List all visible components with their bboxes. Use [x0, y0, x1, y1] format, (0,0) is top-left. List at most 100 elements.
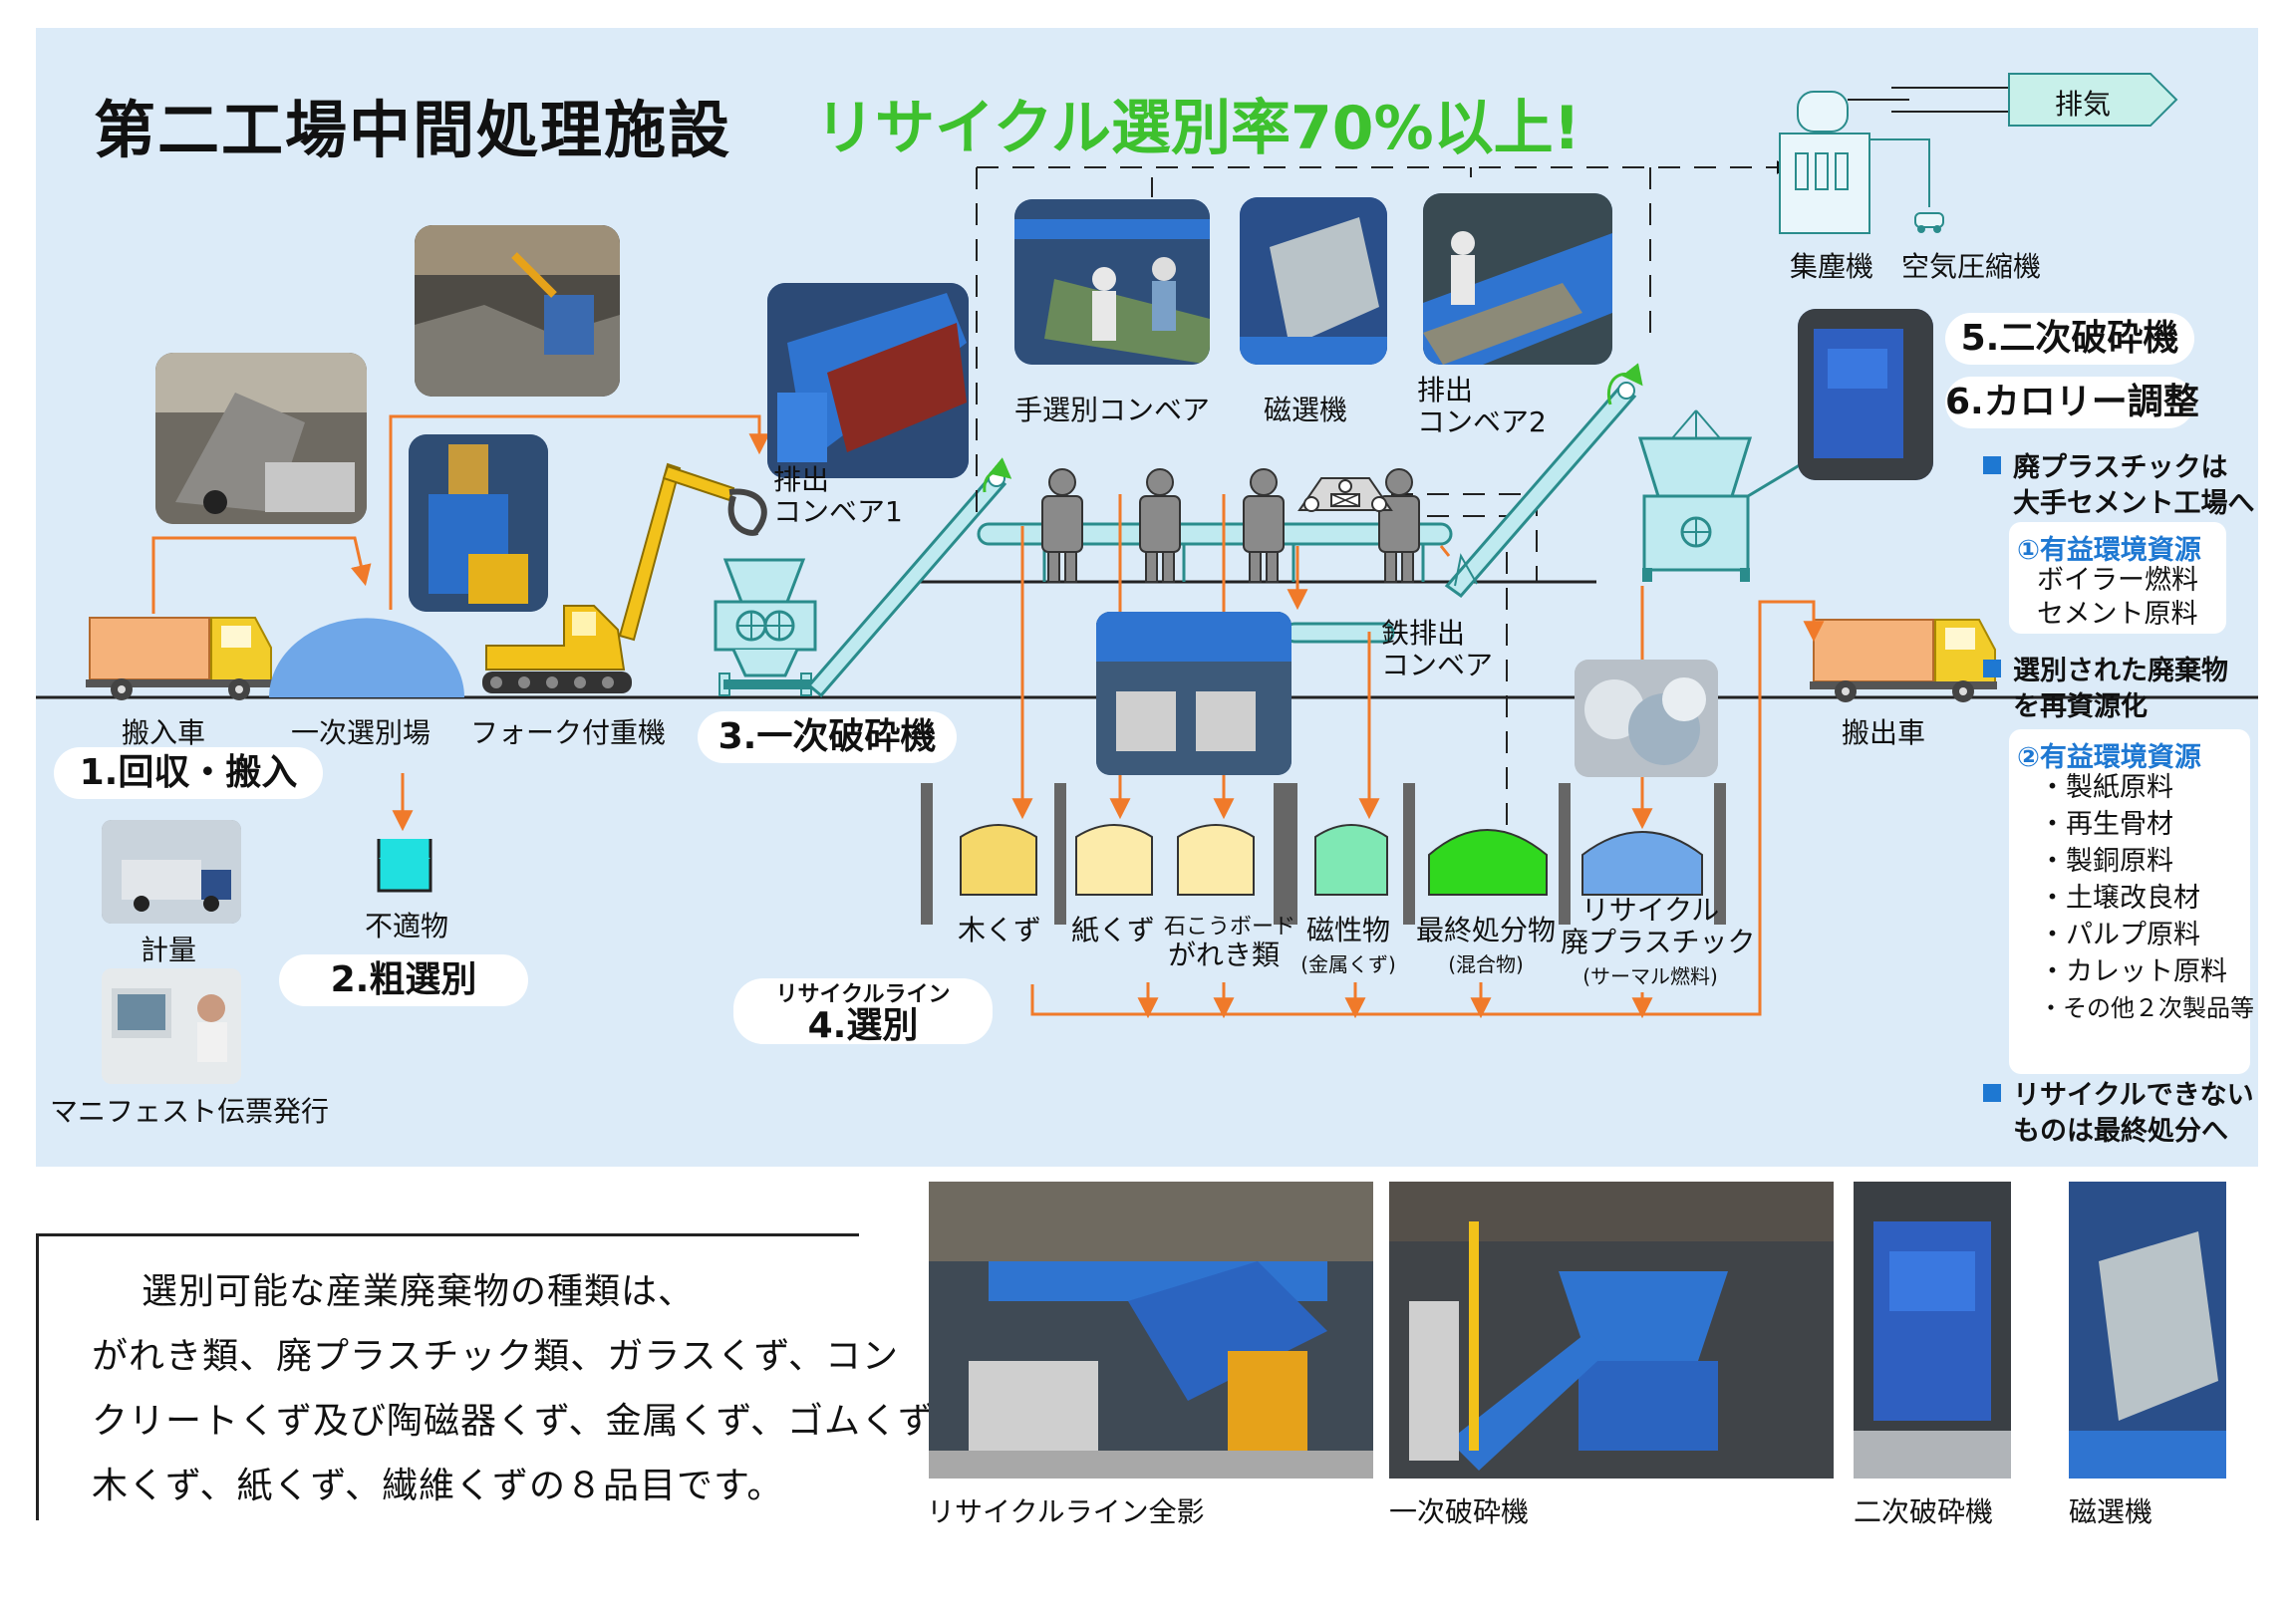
caption-secondary-crusher: 二次破砕機: [1854, 1495, 1994, 1528]
resource-box-1: ①有益環境資源 ボイラー燃料 セメント原料: [2009, 522, 2226, 634]
photo-primary-crusher: [1389, 1182, 1834, 1479]
weighing-label: 計量: [141, 934, 197, 966]
worker-icon: [1139, 468, 1181, 583]
magnetic-separator-label: 磁選機: [1264, 394, 1348, 426]
resource-2-item: ・土壌改良材: [2039, 883, 2200, 914]
bin-label-paper: 紙くず: [1070, 914, 1155, 946]
hand-sort-conveyor-label: 手選別コンベア: [1014, 394, 1211, 426]
outgoing-truck-label: 搬出車: [1842, 716, 1926, 749]
dust-collector-icon: [1779, 91, 1909, 234]
bullet-recycled-waste: 選別された廃棄物を再資源化: [1983, 654, 2228, 725]
bin-label-gypsum: 石こうボードがれき類: [1164, 915, 1296, 972]
unsuitable-bin-icon: [377, 839, 432, 893]
resource-2-item: ・カレット原料: [2039, 956, 2227, 987]
photo-forklift: [409, 434, 548, 612]
intro-text: 選別可能な産業廃棄物の種類は、 がれき類、廃プラスチック類、ガラスくず、コン ク…: [92, 1259, 969, 1518]
iron-conveyor-icon: [1284, 622, 1395, 644]
photo-recycle-line-overview: [929, 1182, 1373, 1479]
bin-magnetic-icon: [1314, 824, 1388, 896]
step-6-pill: 6.カロリー調整: [1945, 377, 2199, 428]
resource-2-item: ・製紙原料: [2039, 772, 2173, 803]
photo-sorting-bays: [1096, 612, 1292, 775]
discharge-conveyor-1-label: 排出コンベア1: [773, 463, 903, 529]
photo-discharge-conveyor-2: [1423, 193, 1612, 365]
resource-2-title: ②有益環境資源: [2017, 742, 2201, 773]
bin-label-magnetic: 磁性物(金属くず): [1300, 914, 1396, 977]
worker-icons: [1041, 468, 1420, 583]
sort-mound-icon: [269, 618, 464, 697]
manifest-label: マニフェスト伝票発行: [50, 1095, 330, 1128]
resource-2-item: ・再生骨材: [2039, 809, 2173, 840]
bin-label-plastic: リサイクル廃プラスチック(サーマル燃料): [1561, 894, 1756, 989]
discharge-conveyor-1-icon: [806, 457, 1012, 698]
intro-line: 木くず、紙くず、繊維くずの８品目です。: [92, 1466, 784, 1506]
incoming-truck-label: 搬入車: [122, 716, 206, 749]
caption-magnetic-separator: 磁選機: [2069, 1495, 2153, 1528]
bin-paper-icon: [1075, 824, 1153, 896]
resource-2-item: ・パルプ原料: [2039, 920, 2200, 950]
outgoing-truck-icon: [1810, 619, 1997, 702]
discharge-conveyor-2-icon: [1444, 363, 1643, 599]
step-4-sub-label: リサイクルライン: [775, 982, 951, 1007]
photo-secondary-crusher-large: [1854, 1182, 2011, 1479]
page-title: 第二工場中間処理施設: [94, 94, 732, 166]
photo-magnetic-separator-large: [2069, 1182, 2226, 1479]
step-4-label: 4.選別: [807, 1005, 919, 1046]
bullet-square-icon: [1983, 1084, 2001, 1102]
resource-box-2: ②有益環境資源 ・製紙原料 ・再生骨材 ・製銅原料 ・土壌改良材 ・パルプ原料 …: [2009, 729, 2254, 1074]
worker-icon: [1243, 468, 1285, 583]
intro-line: クリートくず及び陶磁器くず、金属くず、ゴムくず、: [92, 1401, 970, 1442]
iron-conveyor-label: 鉄排出コンベア: [1381, 617, 1494, 682]
step-2-pill: 2.粗選別: [279, 954, 528, 1006]
discharge-conveyor-2-label: 排出コンベア2: [1417, 374, 1547, 439]
worker-icon: [1378, 468, 1420, 583]
photo-manifest-office: [102, 968, 241, 1084]
intro-line: がれき類、廃プラスチック類、ガラスくず、コン: [92, 1336, 900, 1377]
resource-1-item: ボイラー燃料: [2037, 565, 2198, 596]
bin-plastic-icon: [1581, 831, 1703, 896]
photo-hand-sort-conveyor: [1014, 199, 1210, 365]
bin-label-wood: 木くず: [957, 914, 1041, 946]
resource-2-item: ・製銅原料: [2039, 846, 2173, 877]
exhaust-label: 排気: [2055, 88, 2112, 121]
resource-2-list: ・製紙原料 ・再生骨材 ・製銅原料 ・土壌改良材 ・パルプ原料 ・カレット原料 …: [2039, 769, 2254, 1027]
photo-discharge-conveyor-1: [767, 283, 969, 478]
photo-secondary-crusher: [1798, 309, 1933, 480]
secondary-crusher-icon: [1637, 409, 1819, 582]
step-1-pill: 1.回収・搬入: [54, 747, 323, 799]
photo-weighing: [102, 820, 241, 924]
bin-final-disposal-icon: [1428, 829, 1548, 896]
hand-sort-conveyor-icon: [977, 522, 1453, 582]
intro-line: 選別可能な産業廃棄物の種類は、: [142, 1271, 696, 1312]
step-5-pill: 5.二次破砕機: [1945, 313, 2194, 365]
bullet-final-disposal: リサイクルできないものは最終処分へ: [1983, 1078, 2254, 1150]
recycle-rate-slogan: リサイクル選別率70%以上!: [815, 94, 1580, 163]
excavator-icon: [482, 462, 767, 693]
diagram-panel: 第二工場中間処理施設 リサイクル選別率70%以上! 搬入車 一次選別場 フォーク…: [36, 28, 2258, 1167]
bullet-square-icon: [1983, 660, 2001, 677]
unsuitable-label: 不適物: [365, 910, 449, 942]
sorting-bins: [921, 783, 1726, 925]
air-compressor-label: 空気圧縮機: [1901, 250, 2042, 283]
exhaust-arrow-icon: [2008, 73, 2178, 127]
photo-sorting-yard: [415, 225, 620, 397]
fork-crane-label: フォーク付重機: [470, 716, 667, 749]
air-compressor-icon: [1869, 138, 1944, 233]
primary-crusher-icon: [714, 558, 817, 696]
dust-collector-label: 集塵機: [1790, 250, 1874, 283]
worker-icon: [1041, 468, 1083, 583]
magnet-separator-icon: [1297, 477, 1393, 512]
primary-sort-area-label: 一次選別場: [291, 716, 431, 749]
bin-label-final-disposal: 最終処分物(混合物): [1415, 914, 1556, 977]
step-4-pill: リサイクルライン 4.選別: [733, 978, 993, 1044]
resource-1-item: セメント原料: [2037, 599, 2198, 630]
intro-top-rule: [36, 1233, 859, 1236]
bin-wood-icon: [960, 824, 1037, 896]
bin-gypsum-icon: [1177, 824, 1255, 896]
bullet-plastic-to-cement: 廃プラスチックは大手セメント工場へ: [1983, 450, 2254, 522]
process-flow-diagram: [36, 73, 2258, 1019]
caption-primary-crusher: 一次破砕機: [1389, 1495, 1530, 1528]
photo-dump-truck: [155, 353, 367, 524]
intro-left-rule: [36, 1233, 39, 1520]
step-3-pill: 3.一次破砕機: [698, 711, 957, 763]
